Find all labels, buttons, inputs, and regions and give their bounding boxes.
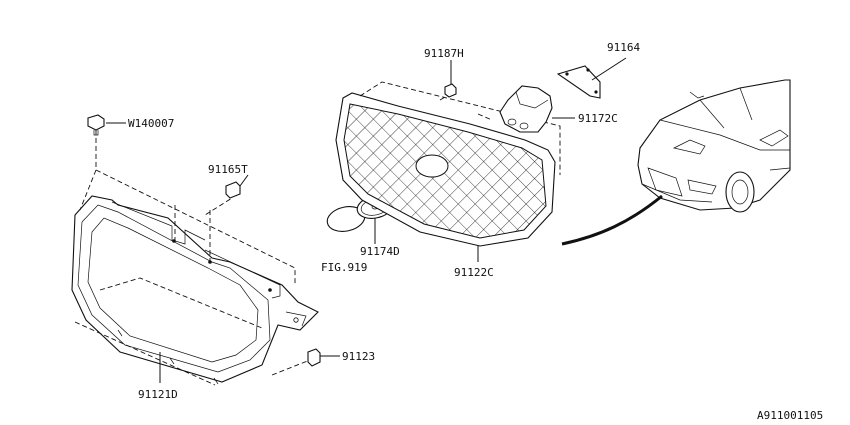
label-91172c: 91172C [578,112,618,125]
label-91174d: 91174D [360,245,400,258]
bracket-91172c: 91172C [499,85,618,133]
car-illustration [637,79,791,213]
label-fig919: FIG.919 [321,261,367,274]
label-91122c: 91122C [454,266,494,279]
label-91164: 91164 [607,41,640,54]
reference-arrow [561,194,663,246]
bolt-91123: 91123 [307,348,375,367]
label-91121d: 91121D [138,388,178,401]
label-w140007: W140007 [128,117,174,130]
clip-w140007: W140007 [87,114,174,136]
label-91123: 91123 [342,350,375,363]
grille-frame-91121d [71,195,319,385]
plate-91164: 91164 [556,41,640,99]
mesh-grille-91122c [335,92,556,247]
label-91165t: 91165T [208,163,248,176]
screw-91187h: 91187H [424,47,464,98]
diagram-id: A911001105 [757,409,823,422]
label-91187h: 91187H [424,47,464,60]
clip-91165t: 91165T [208,163,249,199]
